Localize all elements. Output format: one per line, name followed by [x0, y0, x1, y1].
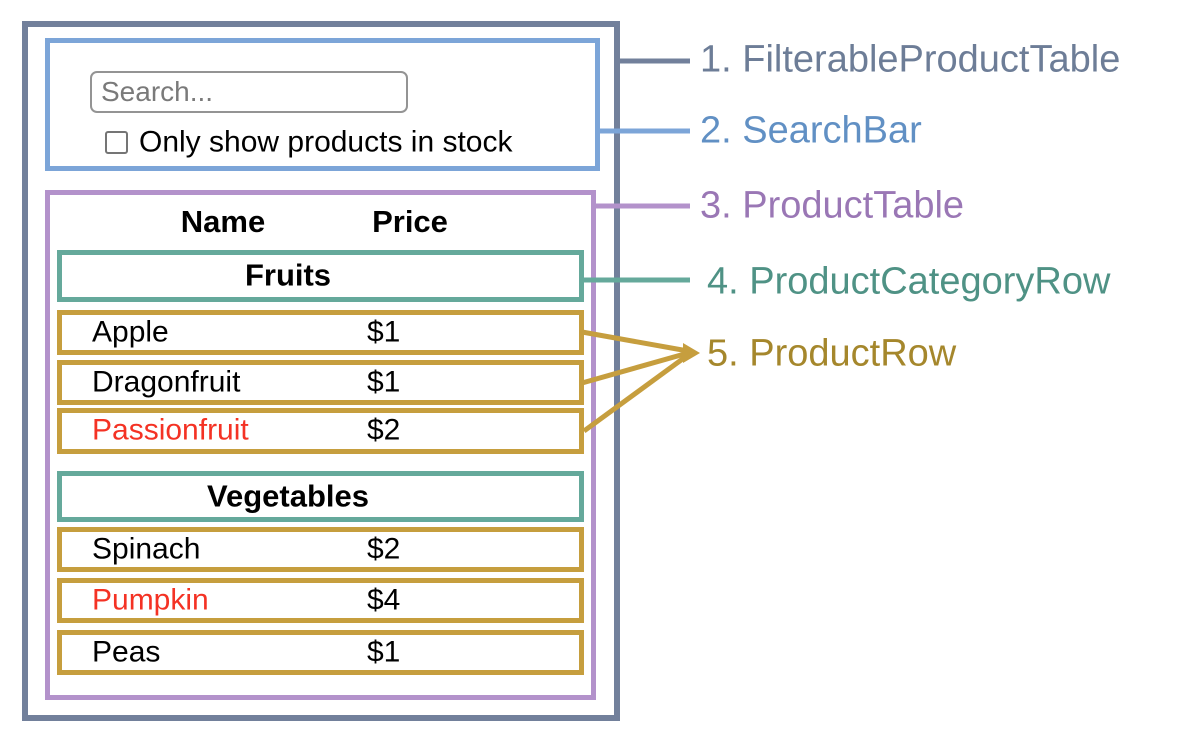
legend-product-row: 5. ProductRow: [707, 332, 957, 375]
search-bar-outline: [45, 38, 600, 171]
in-stock-checkbox[interactable]: [105, 131, 128, 154]
in-stock-checkbox-label: Only show products in stock: [139, 125, 513, 159]
product-price: $1: [367, 314, 401, 348]
legend-product-table: 3. ProductTable: [700, 184, 965, 227]
product-row-peas: Peas $1: [57, 630, 584, 675]
product-name: Spinach: [92, 531, 201, 565]
legend-product-category-row: 4. ProductCategoryRow: [707, 260, 1111, 303]
category-row-fruits: Fruits: [57, 250, 584, 302]
product-row-spinach: Spinach $2: [57, 527, 584, 572]
product-price: $1: [367, 364, 401, 398]
product-price: $4: [367, 582, 401, 616]
search-input[interactable]: [90, 71, 408, 113]
product-row-pumpkin: Pumpkin $4: [57, 578, 584, 623]
legend-filterable-product-table: 1. FilterableProductTable: [700, 38, 1121, 81]
column-header-price: Price: [372, 204, 448, 239]
product-name-out-of-stock: Pumpkin: [92, 582, 209, 616]
category-label: Vegetables: [207, 477, 369, 513]
product-name: Peas: [92, 634, 161, 668]
product-row-apple: Apple $1: [57, 310, 584, 355]
product-price: $2: [367, 413, 401, 447]
column-header-name: Name: [180, 204, 266, 239]
product-row-passionfruit: Passionfruit $2: [57, 408, 584, 454]
product-name-out-of-stock: Passionfruit: [92, 413, 249, 447]
category-row-vegetables: Vegetables: [57, 471, 584, 522]
product-name: Apple: [92, 314, 169, 348]
product-table-outline: [45, 190, 596, 700]
product-row-dragonfruit: Dragonfruit $1: [57, 360, 584, 405]
product-price: $2: [367, 531, 401, 565]
product-name: Dragonfruit: [92, 364, 241, 398]
arrowhead-product-row: [683, 343, 700, 363]
category-label: Fruits: [244, 257, 332, 293]
product-price: $1: [367, 634, 401, 668]
legend-search-bar: 2. SearchBar: [700, 109, 922, 152]
